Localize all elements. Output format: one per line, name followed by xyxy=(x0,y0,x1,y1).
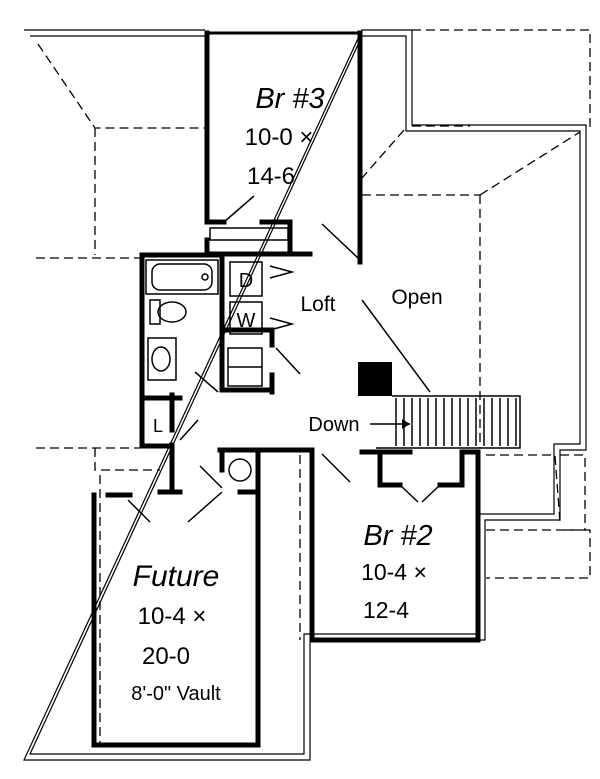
roof-lines xyxy=(36,29,591,745)
open-label: Open xyxy=(391,286,442,309)
dryer xyxy=(229,261,263,297)
loft-label: Loft xyxy=(300,293,335,316)
stairs-label: Down xyxy=(308,414,359,436)
linen-label: L xyxy=(153,416,163,436)
dryer-label: D xyxy=(239,270,253,292)
sink xyxy=(147,337,177,381)
bathtub xyxy=(145,259,219,295)
washer xyxy=(229,301,263,335)
br3-name: Br #3 xyxy=(255,83,324,115)
laundry-vent xyxy=(269,265,295,331)
br3-dim-width: 10-0 × xyxy=(245,124,314,151)
future-note: 8'-0" Vault xyxy=(131,683,221,705)
exterior-outline xyxy=(23,29,587,761)
br2-dim-length: 12-4 xyxy=(363,597,409,623)
toilet xyxy=(149,299,187,325)
stairs xyxy=(376,395,521,449)
future-dim-width: 10-4 × xyxy=(138,603,207,630)
water-heater xyxy=(228,458,252,482)
br2-dim-width: 10-4 × xyxy=(361,559,427,585)
walls xyxy=(91,30,481,748)
stair-outline xyxy=(376,395,521,449)
future-name: Future xyxy=(133,560,220,593)
br3-dim-length: 14-6 xyxy=(247,163,295,190)
linen-cabinet xyxy=(227,347,263,387)
doors xyxy=(127,195,441,523)
stair-arrow xyxy=(370,419,410,429)
future-dim-length: 20-0 xyxy=(142,643,190,670)
washer-label: W xyxy=(237,310,256,332)
br2-name: Br #2 xyxy=(363,520,432,552)
